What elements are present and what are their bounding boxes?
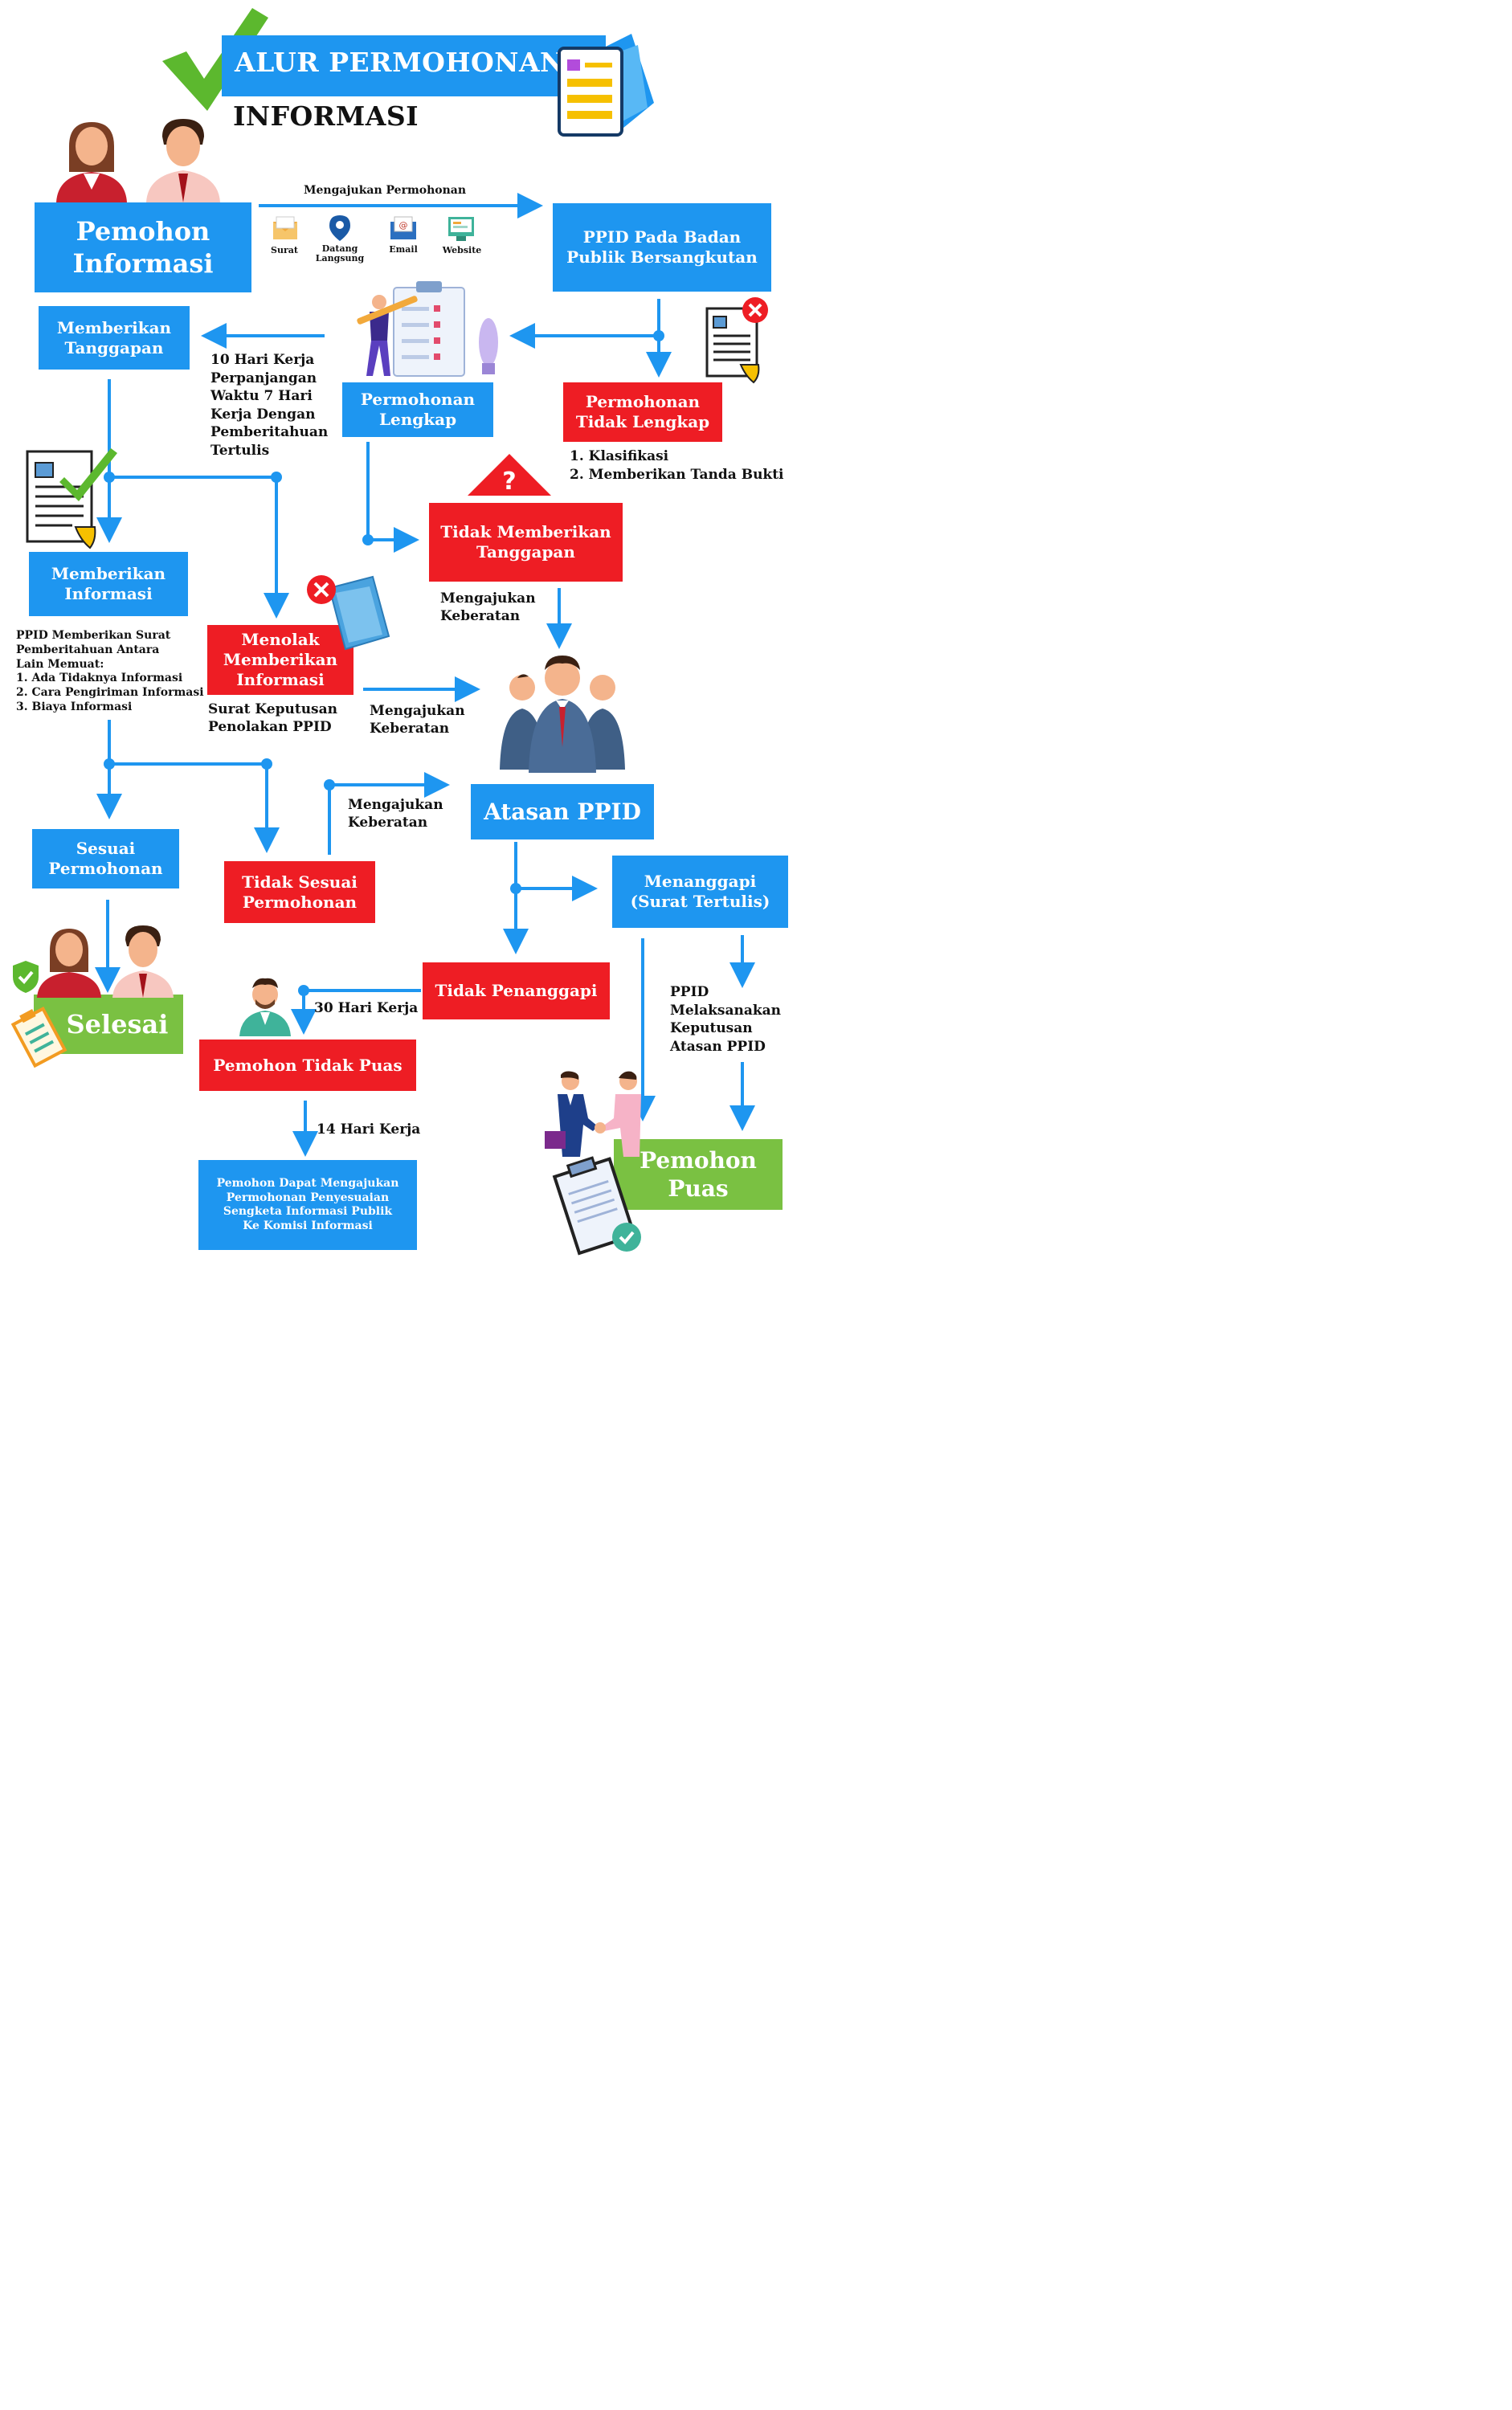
channel-label-datang-langsung: Datang Langsung [315,243,365,264]
node-pemohon-tidak-puas[interactable]: Pemohon Tidak Puas [199,1040,416,1091]
node-pemohon-informasi[interactable]: Pemohon Informasi [35,202,251,292]
approved-document-icon [26,448,117,549]
arrow-lengkap-to-tidak-tanggapan [366,442,419,553]
node-memberikan-informasi[interactable]: Memberikan Informasi [29,552,188,616]
note-ppid-surat-item-3: 3. Biaya Informasi [16,701,133,713]
junction-dot [510,883,521,894]
folder-document-icon [558,34,654,137]
note-ppid-surat-item-1: 1. Ada Tidaknya Informasi [16,672,183,684]
junction-dot [298,985,309,996]
node-memberikan-tanggapan[interactable]: Memberikan Tanggapan [39,306,190,370]
node-tidak-sesuai-permohonan[interactable]: Tidak Sesuai Permohonan [224,861,375,923]
node-permohonan-lengkap[interactable]: Permohonan Lengkap [342,382,493,437]
shield-check-icon [13,961,39,993]
website-icon [448,217,474,241]
node-komisi-informasi[interactable]: Pemohon Dapat Mengajukan Permohonan Peny… [198,1160,417,1250]
title-line-2: INFORMASI [233,100,419,132]
node-ppid-badan-publik[interactable]: PPID Pada Badan Publik Bersangkutan [553,203,771,292]
completed-clipboard-icon [552,1156,641,1256]
title-banner [222,35,606,96]
note-klasifikasi-2: 2. Memberikan Tanda Bukti [570,467,784,483]
svg-text:?: ? [502,468,516,496]
junction-dot [653,330,664,341]
checklist-icon [11,1006,67,1068]
flow-connectors [95,193,755,1157]
handshake-icon [545,1071,641,1157]
junction-dot [104,758,115,770]
checkmark-icon [162,8,268,111]
envelope-icon [273,216,297,239]
supervisors-group-icon [500,656,625,773]
channel-label-email: Email [389,244,418,255]
note-30-hari-kerja: 30 Hari Kerja [314,1000,419,1016]
note-ppid-surat-intro: PPID Memberikan Surat Pemberitahuan Anta… [16,629,171,671]
junction-dot [271,472,282,483]
svg-text:@: @ [399,220,408,231]
rejected-folder-icon [307,575,390,651]
node-atasan-ppid[interactable]: Atasan PPID [471,784,654,839]
node-sesuai-permohonan[interactable]: Sesuai Permohonan [32,829,179,888]
clipboard-checklist-icon [357,281,498,377]
node-pemohon-puas[interactable]: Pemohon Puas [614,1139,783,1210]
location-pin-icon [329,215,350,241]
note-10-hari-kerja: 10 Hari Kerja Perpanjangan Waktu 7 Hari … [210,352,329,459]
node-tidak-memberikan-tanggapan[interactable]: Tidak Memberikan Tanggapan [429,503,623,582]
channel-label-website: Website [442,245,482,255]
title-line-1: ALUR PERMOHONAN [235,47,565,78]
email-icon: @ [390,216,416,239]
applicants-people-icon [56,119,220,202]
note-ppid-melaksanakan: PPID Melaksanakan Keputusan Atasan PPID [670,984,782,1055]
junction-dot [362,534,374,545]
node-menanggapi-surat-tertulis[interactable]: Menanggapi (Surat Tertulis) [612,856,788,928]
junction-dot [324,779,335,790]
note-surat-keputusan: Surat Keputusan Penolakan PPID [208,701,338,735]
note-klasifikasi-1: 1. Klasifikasi [570,448,669,464]
node-menolak-memberikan-informasi[interactable]: Menolak Memberikan Informasi [207,625,353,695]
label-mengajukan-permohonan: Mengajukan Permohonan [304,184,467,197]
note-mengajukan-keberatan-2: Mengajukan Keberatan [370,703,465,737]
junction-dot [104,472,115,483]
note-14-hari-kerja: 14 Hari Kerja [317,1121,421,1138]
dissatisfied-applicant-icon [239,978,291,1036]
note-mengajukan-keberatan-3: Mengajukan Keberatan [348,797,443,831]
junction-dot [261,758,272,770]
note-ppid-surat-item-2: 2. Cara Pengiriman Informasi [16,686,204,699]
rejected-document-icon [705,297,768,384]
channel-label-surat: Surat [271,245,298,255]
note-mengajukan-keberatan-1: Mengajukan Keberatan [440,590,536,624]
applicants-finished-icon [37,925,174,998]
node-tidak-penanggapi[interactable]: Tidak Penanggapi [423,962,610,1019]
node-permohonan-tidak-lengkap[interactable]: Permohonan Tidak Lengkap [563,382,722,442]
question-warning-icon: ? [468,454,551,496]
